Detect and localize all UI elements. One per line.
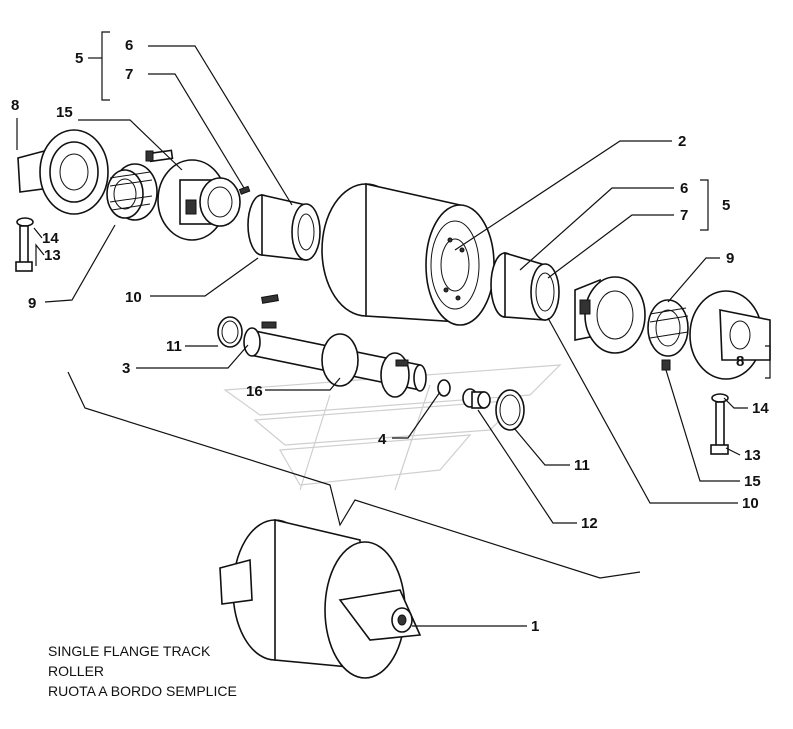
- callout-9-left: 9: [28, 295, 36, 312]
- callout-6-right: 6: [680, 180, 688, 197]
- callout-7-right: 7: [680, 207, 688, 224]
- callout-8-left: 8: [11, 97, 19, 114]
- left-pin-7: [238, 185, 251, 195]
- callout-5-right: 5: [722, 197, 730, 214]
- callout-11-left: 11: [166, 338, 182, 355]
- callout-5-left: 5: [75, 50, 83, 67]
- callout-15-right: 15: [744, 473, 761, 490]
- left-bushing-6: [247, 193, 321, 261]
- right-bolt-15: [661, 359, 671, 371]
- callout-14-left: 14: [42, 230, 59, 247]
- right-bolt-13: [710, 393, 729, 455]
- callout-10-left: 10: [125, 289, 142, 306]
- assembled-roller-1: [219, 518, 422, 679]
- shaft-3: [243, 321, 427, 398]
- callout-11-right: 11: [574, 457, 590, 474]
- callout-10-right: 10: [742, 495, 759, 512]
- assembly-guide-line: [67, 371, 641, 579]
- callout-1: 1: [531, 618, 539, 635]
- roller-body-2: [321, 183, 495, 326]
- callout-9-right: 9: [726, 250, 734, 267]
- callout-16: 16: [246, 383, 263, 400]
- washer-4: [437, 379, 451, 397]
- left-bolt-15: [145, 149, 174, 163]
- left-seal-9: [106, 163, 158, 221]
- caption-line-2: ROLLER: [48, 663, 105, 679]
- callout-4: 4: [378, 431, 387, 448]
- callout-13-left: 13: [44, 247, 61, 264]
- callout-8-right: 8: [736, 353, 744, 370]
- caption-line-1: SINGLE FLANGE TRACK: [48, 643, 211, 659]
- right-housing: [574, 276, 646, 354]
- callout-2: 2: [678, 133, 686, 150]
- left-group-bracket: [101, 31, 110, 101]
- callout-6-left: 6: [125, 37, 133, 54]
- leader-lines: [16, 45, 748, 627]
- callout-12: 12: [581, 515, 598, 532]
- right-seal-9: [647, 299, 689, 357]
- callout-13-right: 13: [744, 447, 761, 464]
- callout-3: 3: [122, 360, 130, 377]
- left-bolt-13: [15, 217, 34, 272]
- shaft-pin-16: [261, 294, 279, 304]
- right-support-bracket: [689, 290, 771, 380]
- callout-14-right: 14: [752, 400, 769, 417]
- right-group-bracket: [700, 179, 709, 231]
- callout-7-left: 7: [125, 66, 133, 83]
- left-housing: [157, 159, 241, 241]
- callout-15-left: 15: [56, 104, 73, 121]
- right-bushing-6: [490, 251, 560, 321]
- plug-12: [462, 388, 491, 409]
- watermark-logo: [223, 364, 562, 491]
- caption-line-3: RUOTA A BORDO SEMPLICE: [48, 683, 237, 699]
- right-bracket-8: [765, 345, 771, 379]
- diagram-caption: SINGLE FLANGE TRACK ROLLER RUOTA A BORDO…: [48, 641, 348, 701]
- left-support-bracket: [17, 129, 109, 215]
- callout-labels: 5 6 7 8 15 14 13 9 10 11 3 16 4 2 6 5 7 …: [11, 37, 769, 635]
